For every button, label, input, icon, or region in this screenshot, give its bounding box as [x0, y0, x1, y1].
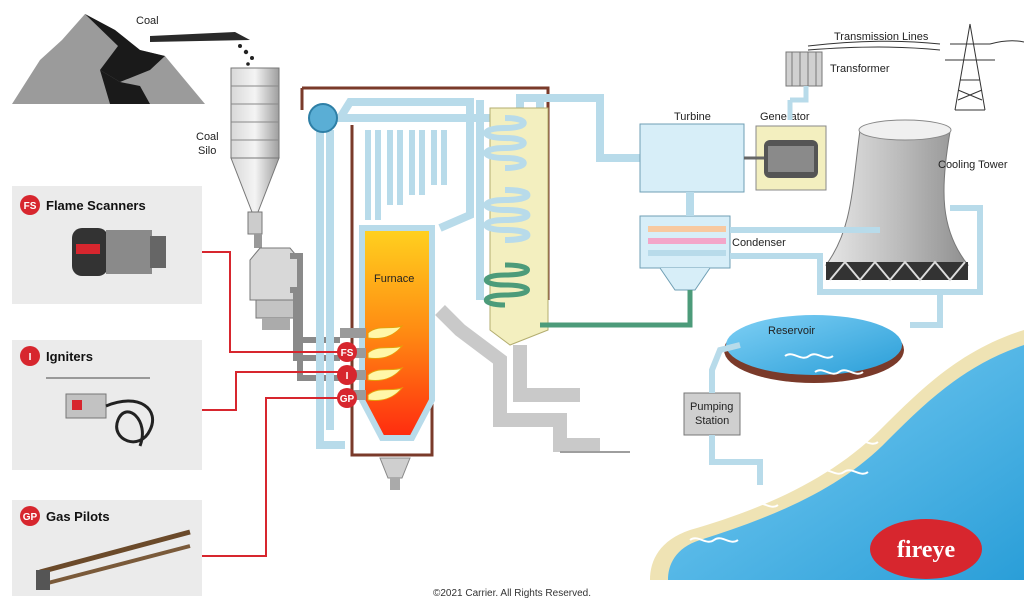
condenser-label: Condenser	[732, 237, 786, 249]
pulverizer	[249, 247, 301, 330]
furnace-label: Furnace	[374, 273, 414, 285]
steam-drum	[308, 103, 338, 133]
condenser	[639, 192, 731, 291]
turbine	[639, 123, 745, 193]
flue-gas-ducts	[435, 305, 600, 452]
panel-igniters: I Igniters	[12, 340, 202, 470]
transmission-lines-label: Transmission Lines	[834, 31, 929, 43]
gp-badge-icon	[20, 506, 40, 526]
burner-gp-text: GP	[340, 394, 355, 405]
gas-pilots-title: Gas Pilots	[46, 509, 110, 524]
generator	[744, 125, 827, 191]
burner-fs-text: FS	[341, 348, 354, 359]
burner-fs-badge-icon	[337, 342, 357, 362]
cooling-tower	[825, 119, 970, 282]
panel-gas-pilots: GP Gas Pilots	[12, 500, 202, 596]
gp-badge-text: GP	[23, 512, 38, 523]
coal-pile	[12, 14, 254, 104]
burner-flames	[367, 324, 404, 401]
feedwater-pipe	[540, 290, 693, 328]
pumping-station-label-2: Station	[695, 415, 729, 427]
flame-scanners-title: Flame Scanners	[46, 198, 146, 213]
reservoir	[724, 315, 904, 383]
igniter-image	[46, 377, 155, 447]
coal-label: Coal	[136, 15, 159, 27]
burner-badges: FS I GP	[337, 342, 357, 408]
transformer-label: Transformer	[830, 63, 890, 75]
coal-silo	[230, 67, 280, 248]
reservoir-label: Reservoir	[768, 325, 815, 337]
connector-lines	[202, 251, 340, 557]
pumping-station-label-1: Pumping	[690, 401, 733, 413]
cooling-tower-label: Cooling Tower	[938, 159, 1008, 171]
backpass	[483, 107, 549, 346]
i-badge-text: I	[29, 352, 32, 363]
fs-badge-icon	[20, 195, 40, 215]
panel-flame-scanners: FS Flame Scanners	[12, 186, 202, 304]
coal-silo-label-1: Coal	[196, 131, 219, 143]
cooling-water-pipes	[730, 205, 983, 328]
fs-badge-text: FS	[24, 201, 37, 212]
pumping-station	[683, 342, 763, 485]
gas-pilot-image	[36, 529, 191, 590]
turbine-label: Turbine	[674, 111, 711, 123]
transformer	[785, 51, 823, 120]
copyright-text: ©2021 Carrier. All Rights Reserved.	[433, 588, 591, 599]
fireye-logo: fireye	[870, 519, 982, 579]
igniters-title: Igniters	[46, 349, 93, 364]
burner-gp-badge-icon	[337, 388, 357, 408]
burner-i-text: I	[346, 371, 349, 382]
superheater-coils	[365, 130, 447, 220]
fireye-logo-text: fireye	[897, 537, 956, 563]
transmission-tower	[807, 23, 1024, 111]
burner-i-badge-icon	[337, 365, 357, 385]
flame-scanner-image	[72, 228, 166, 276]
i-badge-icon	[20, 346, 40, 366]
generator-label: Generator	[760, 111, 810, 123]
ash-hopper	[379, 457, 411, 490]
coal-silo-label-2: Silo	[198, 145, 216, 157]
